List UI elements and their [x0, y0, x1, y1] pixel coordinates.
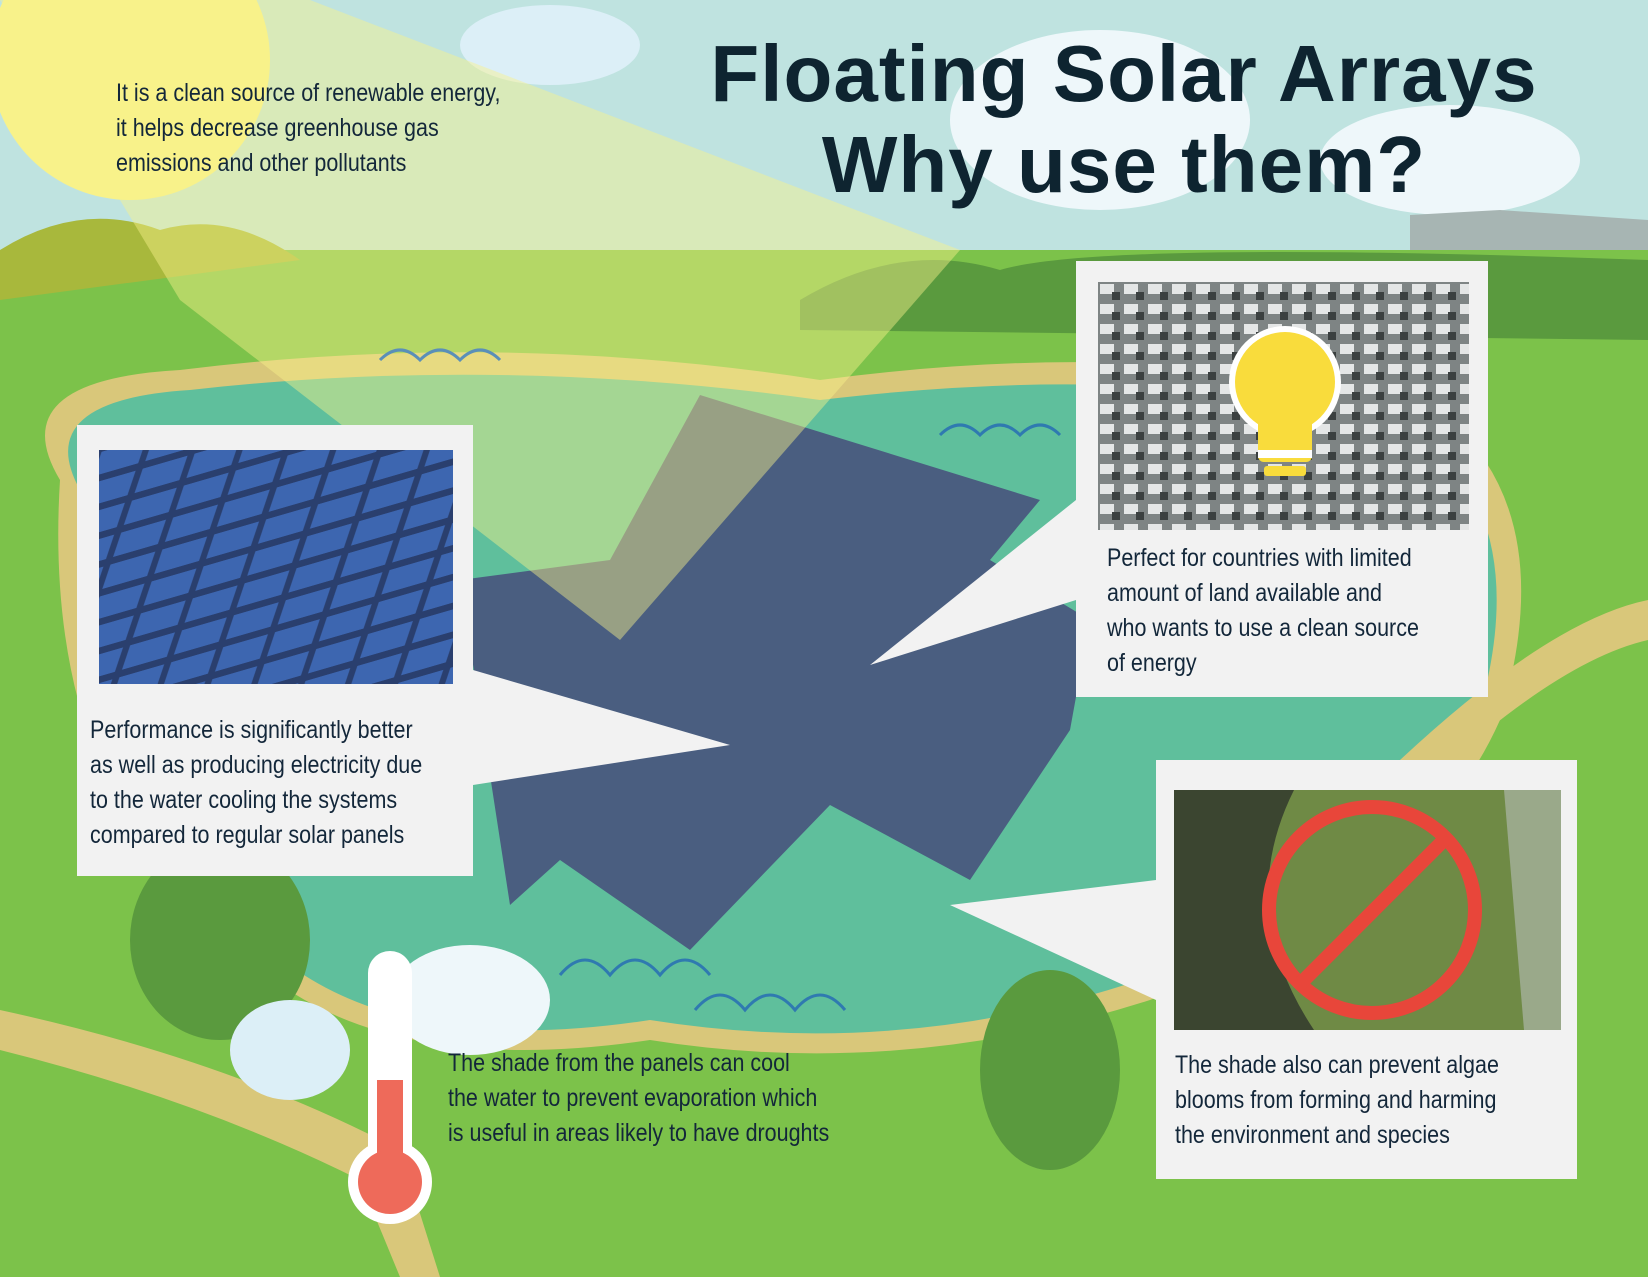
lightbulb-icon: [1229, 326, 1341, 476]
intro-text: It is a clean source of renewable energy…: [116, 79, 501, 177]
sun-icon: [0, 0, 270, 200]
shade-text: The shade from the panels can cool the w…: [448, 1049, 830, 1147]
card-algae: The shade also can prevent algae blooms …: [1156, 760, 1577, 1179]
card-performance: Performance is significantly better as w…: [77, 425, 473, 876]
title-line-1: Floating Solar Arrays: [710, 29, 1538, 118]
floating-solar-array: [460, 395, 1090, 950]
algae-bloom-photo: [1174, 790, 1561, 1030]
solar-panels-photo: [99, 450, 453, 684]
city-aerial-photo: [1098, 282, 1469, 530]
title-line-2: Why use them?: [821, 120, 1427, 209]
thermometer-icon: [348, 951, 432, 1224]
prohibited-icon: [1262, 800, 1482, 1020]
card-limited-land: Perfect for countries with limited amoun…: [1076, 261, 1488, 697]
